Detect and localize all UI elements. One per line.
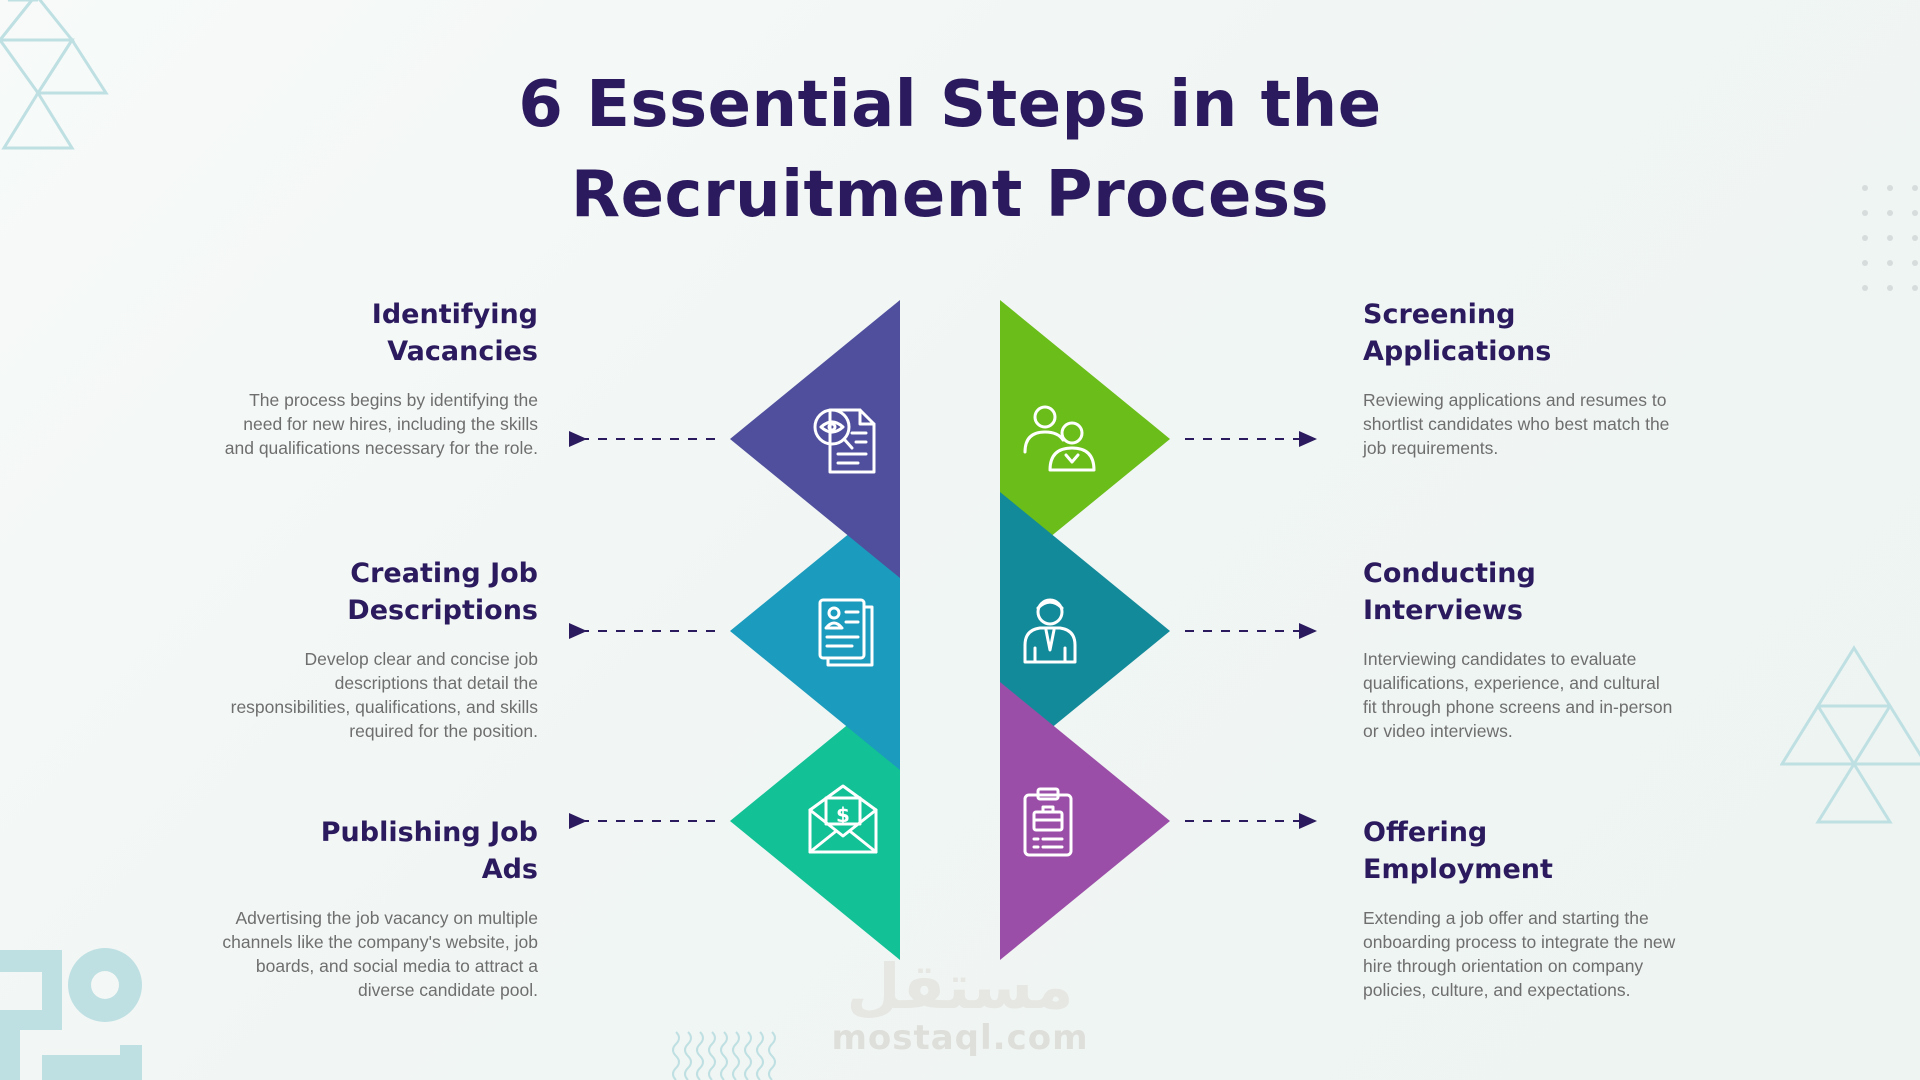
step-1-title: Identifying Vacancies	[371, 299, 538, 367]
svg-text:$: $	[836, 803, 850, 827]
step-1-description: The process begins by identifying the ne…	[224, 390, 538, 458]
step-3-description: Advertising the job vacancy on multiple …	[222, 908, 538, 1000]
step-6-description: Extending a job offer and starting the o…	[1363, 908, 1676, 1000]
title-line-2: Recruitment Process	[570, 158, 1330, 232]
step-5-title: Conducting Interviews	[1363, 558, 1536, 626]
businessman-icon	[1023, 598, 1077, 664]
people-icon	[1023, 405, 1096, 472]
watermark-logo-arabic: مستقل	[846, 950, 1074, 1023]
step-4-title: Screening Applications	[1363, 299, 1552, 367]
step-6-triangle	[1000, 682, 1170, 960]
triangle-pattern-top-left	[0, 0, 109, 150]
step-4-description: Reviewing applications and resumes to sh…	[1363, 390, 1670, 458]
step-1-triangle	[730, 300, 900, 578]
step-2-description: Develop clear and concise job descriptio…	[230, 649, 538, 741]
envelope-money-icon: $	[808, 784, 878, 854]
step-3-title: Publishing Job Ads	[320, 817, 538, 885]
step-2-title: Creating Job Descriptions	[347, 558, 538, 626]
dot-grid-pattern	[1862, 185, 1918, 291]
wave-lines-decoration	[672, 1031, 776, 1080]
step-2-triangle	[730, 492, 900, 770]
step-4-triangle	[1000, 300, 1170, 578]
watermark-logo-url: mostaql.com	[831, 1018, 1089, 1058]
profile-document-icon	[818, 598, 874, 667]
triangle-pattern-right	[1780, 645, 1920, 824]
step-5-triangle	[1000, 492, 1170, 770]
document-eye-icon	[813, 408, 876, 474]
step-6-title: Offering Employment	[1363, 817, 1553, 885]
page-title: 6 Essential Steps in the Recruitment Pro…	[360, 60, 1540, 240]
maze-pattern-bottom-left	[0, 948, 142, 1080]
step-5-description: Interviewing candidates to evaluate qual…	[1363, 649, 1673, 741]
title-line-1: 6 Essential Steps in the	[518, 68, 1382, 142]
clipboard-briefcase-icon	[1023, 787, 1073, 857]
step-3-triangle	[730, 682, 900, 960]
